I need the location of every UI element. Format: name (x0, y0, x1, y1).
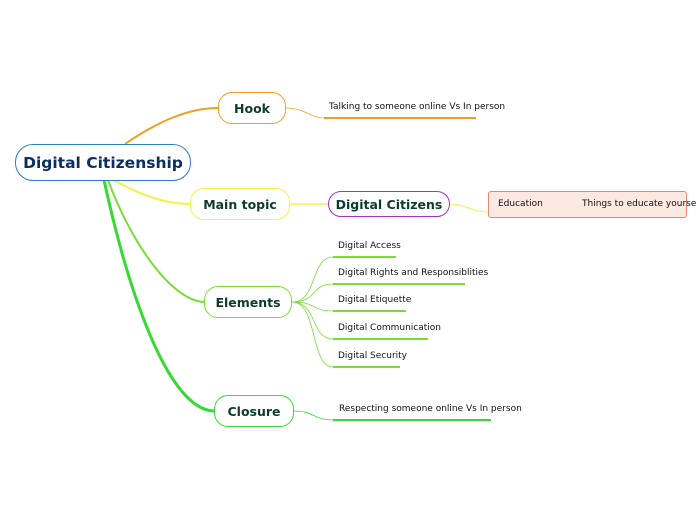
topic-node-label: Main topic (203, 196, 277, 212)
leaf-element-item[interactable]: Digital Rights and Responsiblities (338, 268, 489, 278)
topic-node-digital-citizens[interactable]: Digital Citizens (328, 191, 450, 217)
root-node-label: Digital Citizenship (23, 153, 183, 172)
leaf-element-item[interactable]: Digital Communication (338, 323, 441, 333)
topic-node-label: Hook (234, 100, 270, 116)
root-node-digital-citizenship[interactable]: Digital Citizenship (15, 144, 191, 181)
topic-node-label: Closure (227, 403, 281, 419)
topic-node-elements[interactable]: Elements (204, 286, 292, 318)
leaf-element-item[interactable]: Digital Security (338, 351, 408, 361)
card-right-label: Things to educate yourself (582, 199, 696, 209)
topic-node-hook[interactable]: Hook (218, 92, 286, 124)
education-card[interactable]: Education Things to educate yourself (488, 191, 696, 218)
leaf-hook-topic[interactable]: Talking to someone online Vs In person (329, 102, 506, 112)
leaf-element-item[interactable]: Digital Etiquette (338, 295, 412, 305)
topic-node-label: Digital Citizens (335, 196, 443, 212)
topic-node-main-topic[interactable]: Main topic (190, 188, 290, 220)
topic-node-closure[interactable]: Closure (214, 395, 294, 427)
leaf-element-item[interactable]: Digital Access (338, 241, 401, 251)
topic-node-label: Elements (215, 294, 281, 310)
leaf-closure-topic[interactable]: Respecting someone online Vs In person (339, 404, 522, 414)
card-left-label: Education (498, 199, 543, 209)
